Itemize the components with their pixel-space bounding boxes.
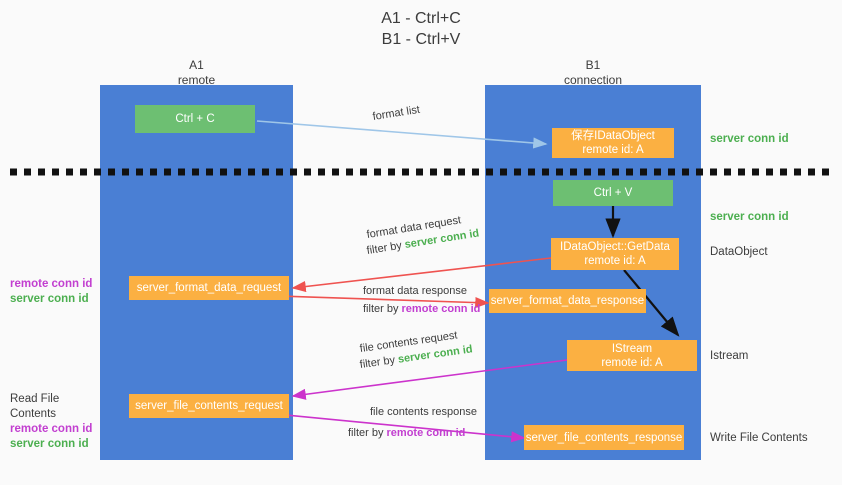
edge-label-file-contents-response-line1: file contents response xyxy=(370,406,478,418)
left-label-bottom-remote-conn-id: remote conn id xyxy=(10,423,93,435)
edge-label-format-list-text: format list xyxy=(371,103,421,124)
edge-label-format-data-request: format data request filter by server con… xyxy=(366,214,482,259)
column-a1-sub: remote xyxy=(177,73,216,87)
box-server-format-data-response[interactable]: server_format_data_response xyxy=(489,289,646,313)
box-server-format-data-response-label: server_format_data_response xyxy=(490,295,645,307)
left-label-mid-remote-conn-id: remote conn id xyxy=(10,278,93,290)
left-label-mid-server-conn-id: server conn id xyxy=(10,293,89,305)
box-save-idataobject[interactable]: 保存IDataObject remote id: A xyxy=(552,128,674,158)
box-save-idataobject-line2: remote id: A xyxy=(582,144,644,156)
right-label-istream: Istream xyxy=(710,350,749,362)
box-ctrl-v[interactable]: Ctrl + V xyxy=(553,180,673,206)
column-header-b1: B1 connection xyxy=(525,58,661,88)
edge-label-format-data-response: format data response filter by remote co… xyxy=(363,284,480,317)
column-b1-name: B1 xyxy=(585,58,601,72)
right-label-server-conn-id-top: server conn id xyxy=(710,133,789,145)
box-getdata-line1: IDataObject::GetData xyxy=(560,241,670,253)
left-label-bottom-server-conn-id: server conn id xyxy=(10,438,89,450)
edge-label-file-contents-response-line2: filter by remote conn id xyxy=(348,427,466,439)
box-server-file-contents-request[interactable]: server_file_contents_request xyxy=(129,394,289,418)
right-label-write-file-contents: Write File Contents xyxy=(710,432,808,444)
box-server-format-data-request[interactable]: server_format_data_request xyxy=(129,276,289,300)
box-ctrl-c-label: Ctrl + C xyxy=(175,113,215,125)
box-save-idataobject-line1: 保存IDataObject xyxy=(571,130,655,142)
edge-label-file-contents-request: file contents request filter by server c… xyxy=(359,329,475,373)
edge-label-format-data-response-line1: format data response xyxy=(363,285,467,297)
box-ctrl-v-label: Ctrl + V xyxy=(593,187,633,199)
box-server-file-contents-response[interactable]: server_file_contents_response xyxy=(524,425,684,450)
box-ctrl-c[interactable]: Ctrl + C xyxy=(135,105,255,133)
right-label-server-conn-id-mid: server conn id xyxy=(710,211,789,223)
filter-key-remote-conn-id-2: remote conn id xyxy=(386,427,466,439)
edge-label-format-data-response-line2: filter by remote conn id xyxy=(363,303,481,315)
box-istream-line2: remote id: A xyxy=(601,356,663,369)
edge-label-file-contents-response: file contents response filter by remote … xyxy=(348,405,478,441)
title-line-1: A1 - Ctrl+C xyxy=(381,10,461,27)
column-b1-sub: connection xyxy=(563,73,623,87)
column-a1-name: A1 xyxy=(189,58,204,72)
left-label-read-file-contents-heading: Read File Contents xyxy=(10,393,60,420)
filter-key-remote-conn-id-1: remote conn id xyxy=(401,303,481,315)
page-title: A1 - Ctrl+C B1 - Ctrl+V xyxy=(0,8,842,50)
left-label-read-file-contents: Read File Contents remote conn id server… xyxy=(10,392,100,452)
edge-label-format-list: format list xyxy=(372,104,422,125)
box-server-file-contents-request-label: server_file_contents_request xyxy=(135,400,283,412)
title-line-2: B1 - Ctrl+V xyxy=(381,31,461,48)
box-getdata-line2: remote id: A xyxy=(584,255,646,267)
box-getdata[interactable]: IDataObject::GetData remote id: A xyxy=(551,238,679,270)
left-label-mid-conn-ids: remote conn id server conn id xyxy=(10,277,96,307)
box-server-file-contents-response-label: server_file_contents_response xyxy=(525,431,683,444)
right-label-dataobject: DataObject xyxy=(710,246,768,258)
box-server-format-data-request-label: server_format_data_request xyxy=(136,282,282,294)
box-istream[interactable]: IStream remote id: A xyxy=(567,340,697,371)
box-istream-line1: IStream xyxy=(611,342,653,355)
column-header-a1: A1 remote xyxy=(130,58,263,88)
